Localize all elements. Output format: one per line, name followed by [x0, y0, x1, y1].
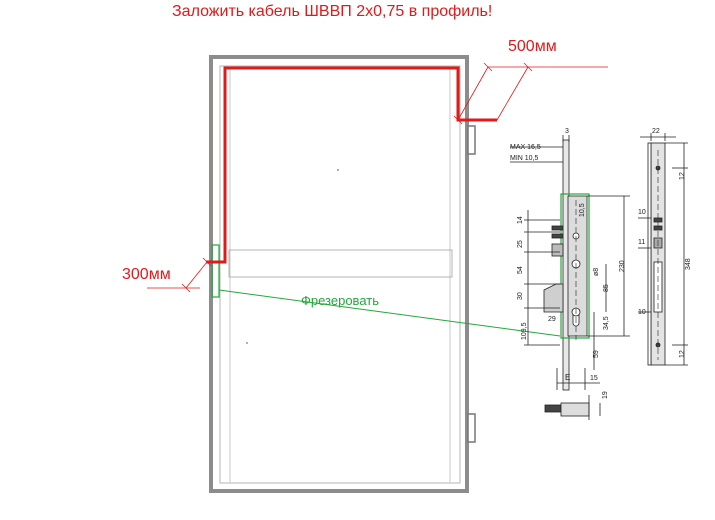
lock-dim-25: 25	[517, 240, 524, 248]
lock-dim-8: ø8	[593, 268, 600, 276]
door-frame-outer	[209, 55, 469, 493]
strike-drawing	[638, 133, 688, 366]
door-middle-panel	[228, 249, 453, 278]
lock-dim-e: E	[565, 373, 570, 382]
cable-route	[207, 66, 497, 264]
lock-dim-345: 34,5	[603, 316, 610, 330]
dim-300-label: 300мм	[122, 266, 171, 283]
strike-dim-12b: 12	[679, 350, 686, 358]
lock-dim-3: 3	[565, 128, 569, 135]
hinge-bottom	[467, 413, 476, 443]
strike-dim-10a: 10	[638, 209, 646, 216]
strike-dim-22: 22	[652, 128, 660, 135]
mill-label: Фрезеровать	[301, 293, 379, 308]
strike-dim-11: 11	[638, 239, 645, 246]
dim-500-label: 500мм	[508, 38, 557, 55]
mill-leader	[218, 289, 561, 337]
hinge-top	[467, 125, 476, 155]
strike-dim-10b: 10	[638, 309, 646, 316]
lock-dim-105: 10,5	[579, 203, 586, 217]
instruction-title: Заложить кабель ШВВП 2х0,75 в профиль!	[172, 3, 493, 20]
lock-dim-85: 85	[603, 284, 610, 292]
lock-dim-19: 19	[602, 391, 609, 399]
strike-dim-12a: 12	[679, 172, 686, 180]
lock-dim-109: 109,5	[521, 322, 528, 340]
lock-dim-30: 30	[517, 292, 524, 300]
mill-slot	[211, 244, 220, 298]
strike-dim-348: 348	[685, 258, 692, 270]
lock-max-label: MAX 16,5	[510, 144, 541, 151]
lock-dim-15: 15	[590, 375, 598, 382]
door-leaf-outline	[219, 65, 461, 484]
lock-drawing	[510, 135, 630, 420]
lock-dim-54: 54	[517, 266, 524, 274]
lock-dim-29: 29	[548, 316, 556, 323]
lock-dim-230: 230	[619, 260, 626, 272]
lock-min-label: MIN 10,5	[510, 155, 539, 162]
lock-dim-14: 14	[517, 216, 524, 224]
lock-dim-59: 59	[593, 350, 600, 358]
